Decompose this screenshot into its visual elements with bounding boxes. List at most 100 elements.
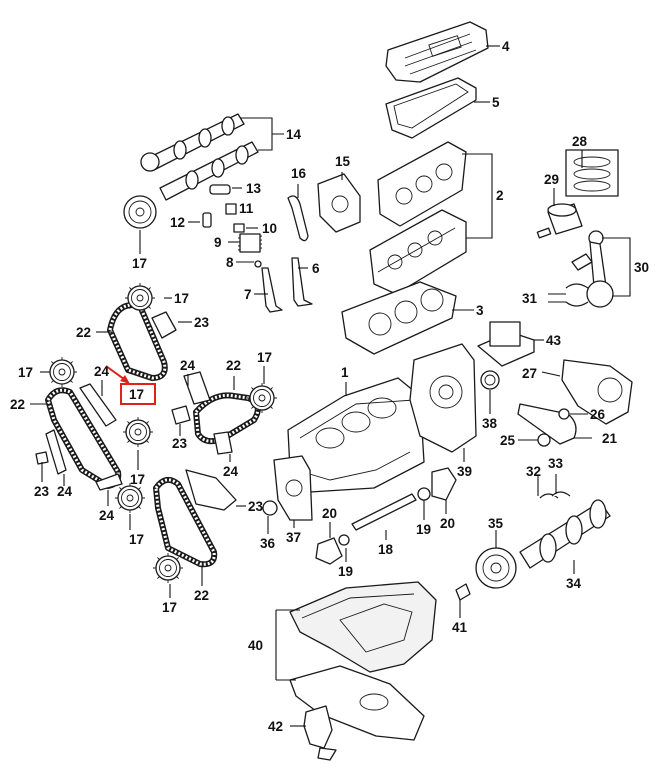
callout-43: 43 [546, 333, 562, 348]
rod-bearings [565, 283, 589, 307]
callout-23-center: 23 [172, 436, 188, 451]
callout-17-right: 17 [257, 350, 272, 365]
sprocket-right [246, 382, 278, 414]
sprocket-highlighted [122, 416, 154, 448]
cylinder-head-lower [369, 209, 467, 295]
timing-cover-plate [317, 173, 361, 233]
connecting-rod [571, 230, 614, 308]
oil-cooler [477, 321, 535, 367]
tensioner-lower [185, 469, 237, 511]
callout-29: 29 [544, 172, 559, 187]
callout-35: 35 [488, 516, 504, 531]
valve-spring [237, 233, 263, 253]
callout-24-mid: 24 [99, 508, 115, 523]
seal-19-lower [338, 534, 350, 546]
callout-16: 16 [291, 166, 307, 181]
callout-4: 4 [502, 39, 510, 54]
cover-20-upper [431, 467, 457, 501]
callout-20-right: 20 [440, 516, 455, 531]
callout-3: 3 [476, 303, 484, 318]
callout-8: 8 [226, 255, 234, 270]
callout-18: 18 [378, 542, 394, 557]
callout-24-left-top: 24 [94, 364, 110, 379]
callout-41: 41 [452, 620, 468, 635]
callout-1: 1 [341, 365, 349, 380]
seal-36 [262, 500, 278, 516]
callout-17-left: 17 [18, 365, 33, 380]
cylinder-head-upper [377, 141, 467, 227]
guide-24-d [183, 371, 211, 405]
crankshaft [519, 499, 611, 569]
callout-22-bottom: 22 [194, 588, 209, 603]
callout-38: 38 [482, 416, 498, 431]
piston [536, 203, 583, 239]
sprocket-bottom [152, 552, 184, 584]
upper-timing-cover [561, 359, 633, 425]
callout-5: 5 [492, 95, 500, 110]
callout-17-bottom: 17 [162, 600, 177, 615]
callout-26: 26 [590, 407, 606, 422]
cam-sprocket [123, 195, 157, 229]
callout-21: 21 [602, 431, 618, 446]
callout-28: 28 [572, 134, 588, 149]
highlight-box [120, 383, 156, 405]
sprocket-left [46, 356, 78, 388]
valve-keeper [254, 260, 262, 268]
sprocket-lower [114, 482, 146, 514]
callout-23-top: 23 [194, 315, 210, 330]
callout-36: 36 [260, 536, 276, 551]
belt-tensioner [558, 408, 570, 420]
callout-19-left: 19 [338, 564, 353, 579]
guide-24-b [45, 429, 67, 475]
callout-19-right: 19 [416, 522, 431, 537]
callout-14: 14 [286, 127, 302, 142]
callout-22-top: 22 [76, 325, 91, 340]
callout-2: 2 [496, 188, 504, 203]
balance-shaft [351, 493, 417, 531]
tensioner-center [171, 405, 191, 425]
callout-11: 11 [239, 201, 254, 216]
engine-block [287, 377, 425, 493]
callout-31: 31 [522, 291, 538, 306]
guide-24-c [95, 473, 123, 491]
guide-24-a [79, 383, 117, 427]
callout-22-right: 22 [226, 358, 241, 373]
callout-20-left: 20 [322, 506, 337, 521]
highlight-callout [105, 365, 156, 405]
valve-cover [385, 21, 489, 83]
oil-pan-lower [289, 665, 425, 741]
callout-30: 30 [634, 260, 649, 275]
camshafts [140, 113, 259, 201]
callout-22-left: 22 [10, 397, 25, 412]
callout-17-lower: 17 [129, 532, 144, 547]
guide-24-e [213, 431, 233, 455]
callout-17-top: 17 [174, 291, 189, 306]
water-pump [273, 455, 313, 521]
main-bearings [539, 491, 571, 499]
piston-rings [565, 149, 619, 197]
front-seal [480, 370, 500, 390]
cover-20-lower [315, 537, 343, 565]
callout-17-mid: 17 [130, 472, 145, 487]
callout-39: 39 [457, 464, 472, 479]
callout-17-highlighted: 17 [129, 387, 144, 402]
sprocket-top [124, 282, 156, 314]
tensioner-upper [151, 311, 177, 339]
callout-37: 37 [286, 530, 301, 545]
tensioner-left [35, 451, 49, 465]
oil-pan-upper [289, 581, 437, 673]
callout-42: 42 [268, 719, 283, 734]
callout-23-left: 23 [34, 484, 50, 499]
callout-13: 13 [246, 181, 262, 196]
callout-9: 9 [214, 235, 222, 250]
callout-40: 40 [248, 638, 263, 653]
valve-cover-gasket [385, 77, 477, 139]
front-cover [409, 343, 477, 453]
oil-sensor [455, 583, 471, 601]
callout-24-left: 24 [57, 484, 73, 499]
head-gasket [341, 281, 457, 355]
callout-33: 33 [548, 456, 564, 471]
belt-idler [537, 433, 551, 447]
callout-32: 32 [526, 464, 541, 479]
